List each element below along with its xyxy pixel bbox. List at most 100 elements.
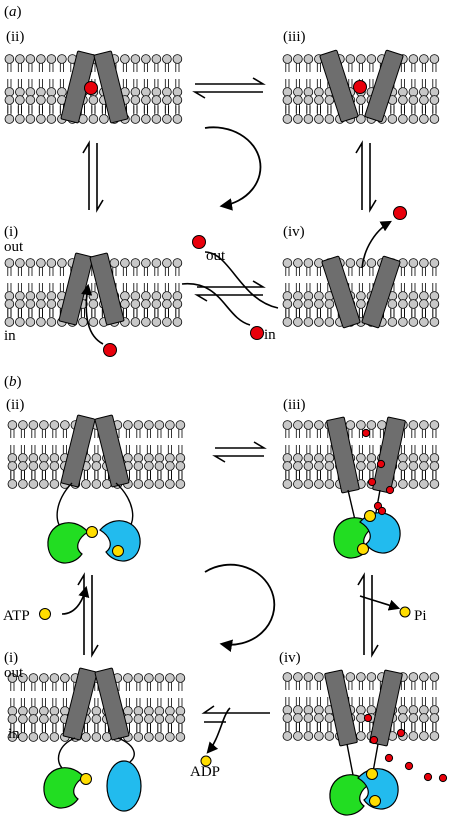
lipid-head (172, 291, 183, 301)
lipid-head (130, 95, 141, 105)
lipid-head (49, 461, 60, 471)
substrate-inside (103, 343, 117, 357)
lipid-head (25, 299, 36, 309)
lipid-head (314, 705, 324, 715)
lipid-head (25, 87, 36, 97)
lipid-head (141, 95, 151, 105)
lipid-bilayer (282, 258, 440, 327)
lipid-head (162, 299, 172, 309)
panel-a-substrate-out-label: out (206, 248, 226, 264)
lipid-head (408, 114, 419, 124)
atp-bound (80, 773, 92, 785)
lipid-head (165, 706, 175, 716)
lipid-head (398, 291, 408, 301)
lipid-head (175, 673, 186, 683)
lipid-head (429, 461, 440, 471)
lipid-head (408, 54, 419, 64)
lipid-head (15, 258, 25, 268)
lipid-head (7, 461, 18, 471)
lipid-head (25, 317, 36, 327)
substrate-out (192, 235, 206, 249)
lipid-head (18, 461, 28, 471)
lipid-head (175, 420, 186, 430)
substrate (377, 506, 387, 516)
lipid-head (282, 713, 293, 723)
lipid-head (293, 461, 303, 471)
lipid-head (36, 114, 46, 124)
substrate-released (393, 206, 407, 220)
panel-a-state-ii: (ii) (6, 29, 24, 45)
lipid-head (408, 672, 419, 682)
lipid-head (293, 87, 303, 97)
lipid-head (429, 479, 440, 489)
lipid-head (366, 54, 377, 64)
lipid-head (398, 317, 408, 327)
lipid-head (398, 87, 408, 97)
lipid-head (282, 420, 293, 430)
lipid-head (398, 479, 408, 489)
lipid-head (4, 258, 15, 268)
lipid-head (91, 714, 102, 724)
lipid-head (282, 461, 293, 471)
lipid-head (120, 291, 130, 301)
lipid-head (46, 291, 57, 301)
lipid-head (356, 705, 366, 715)
substrate (385, 485, 395, 495)
lipid-head (172, 114, 183, 124)
equilibrium-arrow-reverse (192, 91, 263, 99)
lipid-head (49, 706, 60, 716)
transmembrane-helix (326, 416, 360, 494)
lipid-head (366, 705, 377, 715)
lipid-head (366, 258, 377, 268)
lipid-head (154, 673, 165, 683)
adp-label: ADP (190, 764, 220, 780)
lipid-head (130, 87, 141, 97)
lipid-head (303, 317, 314, 327)
nbd-blue (357, 768, 399, 810)
lipid-head (4, 114, 15, 124)
lipid-head (282, 95, 293, 105)
lipid-head (324, 317, 335, 327)
lipid-head (408, 705, 419, 715)
lipid-head (123, 706, 133, 716)
lipid-head (408, 479, 419, 489)
lipid-head (28, 453, 39, 463)
lipid-head (91, 706, 102, 716)
lipid-head (324, 299, 335, 309)
lipid-head (49, 714, 60, 724)
lipid-head (120, 258, 130, 268)
lipid-head (78, 317, 88, 327)
lipid-head (429, 453, 440, 463)
substrate-exit-arrow (361, 220, 392, 269)
membranes (4, 54, 440, 742)
lipid-head (419, 258, 429, 268)
panel-b-state-i: (i) (4, 650, 18, 666)
nbd-green (329, 774, 371, 816)
lipid-head (39, 673, 49, 683)
lipid-head (81, 732, 91, 742)
lipid-head (7, 453, 18, 463)
panel-a-state-iv: (iv) (283, 224, 305, 240)
atp-bound (112, 545, 124, 557)
lipid-head (408, 299, 419, 309)
lipid-head (408, 291, 419, 301)
lipid-head (356, 299, 366, 309)
panel-b-side-out: out (4, 665, 24, 681)
lipid-head (144, 453, 154, 463)
lipid-head (130, 291, 141, 301)
lipid-head (303, 299, 314, 309)
substrate-bound (84, 81, 98, 95)
lipid-head (144, 673, 154, 683)
lipid-head (18, 673, 28, 683)
lipid-head (130, 299, 141, 309)
transmembrane-helix (94, 414, 130, 488)
lipid-head (36, 291, 46, 301)
lipid-head (175, 453, 186, 463)
nbd-blue (106, 760, 142, 812)
lipid-head (293, 54, 303, 64)
substrate (363, 713, 373, 723)
lipid-head (398, 705, 408, 715)
lipid-head (314, 291, 324, 301)
cycle-arrow (204, 563, 276, 652)
